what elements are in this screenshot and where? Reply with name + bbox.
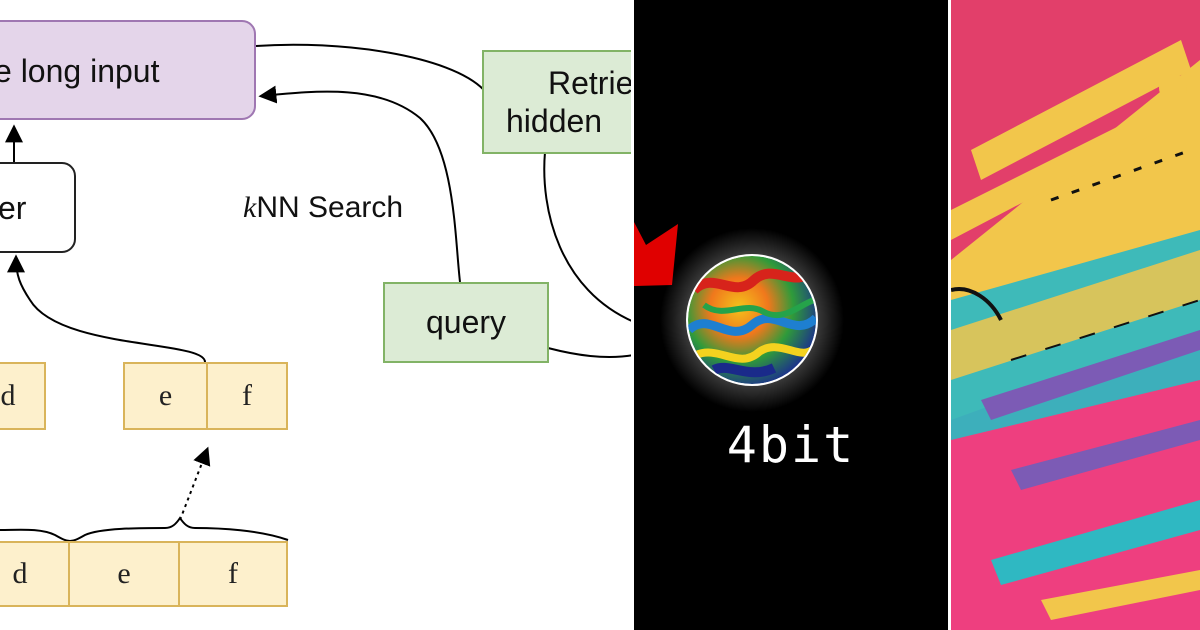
arrow-cells-to-layer: [7, 254, 206, 363]
black-stroke: [951, 287, 1003, 321]
layer-label: er: [0, 190, 27, 226]
layer-box: er: [0, 162, 76, 253]
logo-graphics: [634, 222, 844, 412]
line-input-to-retrieve: [255, 43, 485, 91]
diagram-connectors: [0, 43, 634, 542]
knn-search-label: kNN Search: [243, 191, 403, 225]
row1-cell-e: e: [123, 362, 208, 430]
row2-cell-e: e: [68, 541, 180, 607]
long-input-box: e long input: [0, 20, 256, 120]
row2-cell-d: d: [0, 541, 70, 607]
diagram-panel: e long input er kNN Search Retrie hidden…: [0, 20, 634, 607]
knn-rest: NN Search: [256, 191, 404, 224]
abstract-splash-art: [951, 0, 1200, 630]
long-input-label: e long input: [0, 53, 160, 89]
brand-text: 4bit: [726, 416, 856, 474]
dotted-arrow: [179, 446, 211, 521]
divider-right: [948, 0, 951, 630]
row1-cell-f: f: [206, 362, 288, 430]
divider-left: [631, 0, 634, 630]
query-box: query: [383, 282, 549, 363]
line-retrieve-down: [543, 151, 634, 323]
row1-cell-d: d: [0, 362, 46, 430]
logo-panel: 4bit: [634, 0, 948, 630]
row2-cell-f: f: [178, 541, 288, 607]
retrieve-box: Retrie hidden: [482, 50, 634, 154]
globe-icon: [688, 256, 816, 384]
retrieve-line2: hidden: [506, 103, 603, 139]
brace: [0, 516, 289, 542]
line-query-right: [547, 347, 634, 359]
arrow-knn-search: [258, 85, 461, 283]
retrieve-line1: Retrie: [548, 65, 634, 101]
art-panel: [951, 0, 1200, 630]
red-arrow-icon: [634, 222, 678, 286]
knn-k: k: [243, 191, 257, 224]
query-label: query: [425, 304, 507, 340]
